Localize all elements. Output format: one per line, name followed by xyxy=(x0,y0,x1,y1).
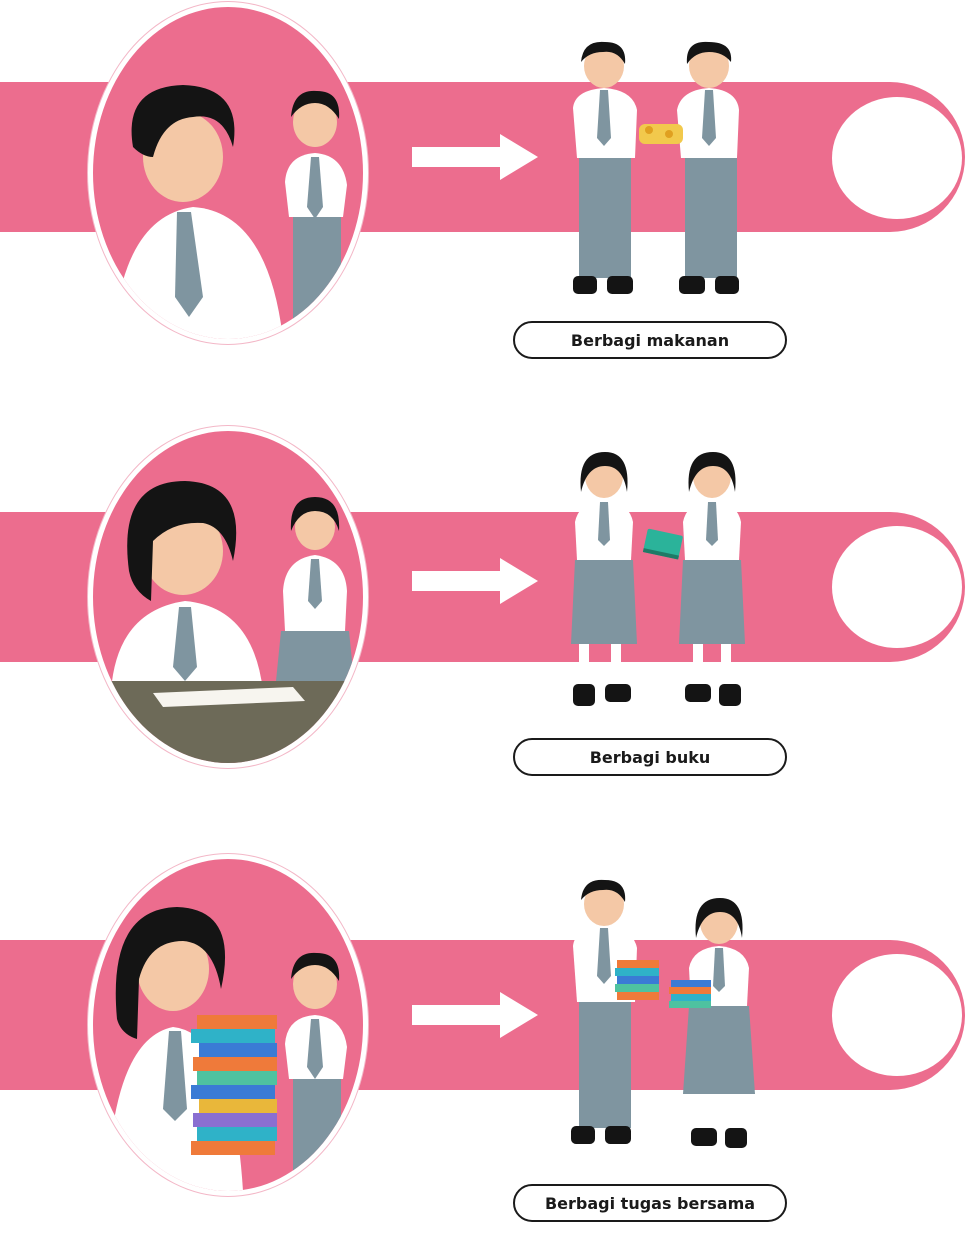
caption-book: Berbagi buku xyxy=(513,738,787,776)
boy-looking-down-figure xyxy=(113,85,283,339)
scene-oval-left xyxy=(88,2,368,344)
activity-row-food: Berbagi makanan xyxy=(0,0,971,400)
caption-task: Berbagi tugas bersama xyxy=(513,1184,787,1222)
boy-left-figure xyxy=(573,42,637,294)
answer-circle[interactable] xyxy=(832,526,962,648)
scene-oval-left xyxy=(88,854,368,1196)
girl-studying-illustration xyxy=(93,431,363,763)
boy-figure xyxy=(571,880,637,1144)
food-icon xyxy=(639,124,683,144)
classmate-boy-figure xyxy=(285,91,347,339)
activity-row-book: Berbagi buku xyxy=(0,418,971,818)
classmate-girl-figure xyxy=(275,497,355,691)
two-boys-sharing-food-illustration xyxy=(559,38,759,300)
boy-thinking-illustration xyxy=(93,7,363,339)
girl-figure xyxy=(683,898,755,1148)
classmate-boy-figure xyxy=(285,953,347,1191)
boy-right-figure xyxy=(677,42,739,294)
book-stack-icon xyxy=(191,1015,277,1155)
scene-oval-left xyxy=(88,426,368,768)
arrow-right-icon xyxy=(412,558,538,604)
girl-carrying-books-illustration xyxy=(93,859,363,1191)
book-icon xyxy=(643,529,683,560)
answer-circle[interactable] xyxy=(832,97,962,219)
arrow-right-icon xyxy=(412,992,538,1038)
two-girls-sharing-book-illustration xyxy=(559,448,759,718)
girl-right-figure xyxy=(679,452,745,706)
girl-left-figure xyxy=(571,452,637,706)
activity-row-task: Berbagi tugas bersama xyxy=(0,842,971,1242)
arrow-right-icon xyxy=(412,134,538,180)
boy-and-girl-sharing-books-illustration xyxy=(559,876,759,1156)
caption-food: Berbagi makanan xyxy=(513,321,787,359)
answer-circle[interactable] xyxy=(832,954,962,1076)
